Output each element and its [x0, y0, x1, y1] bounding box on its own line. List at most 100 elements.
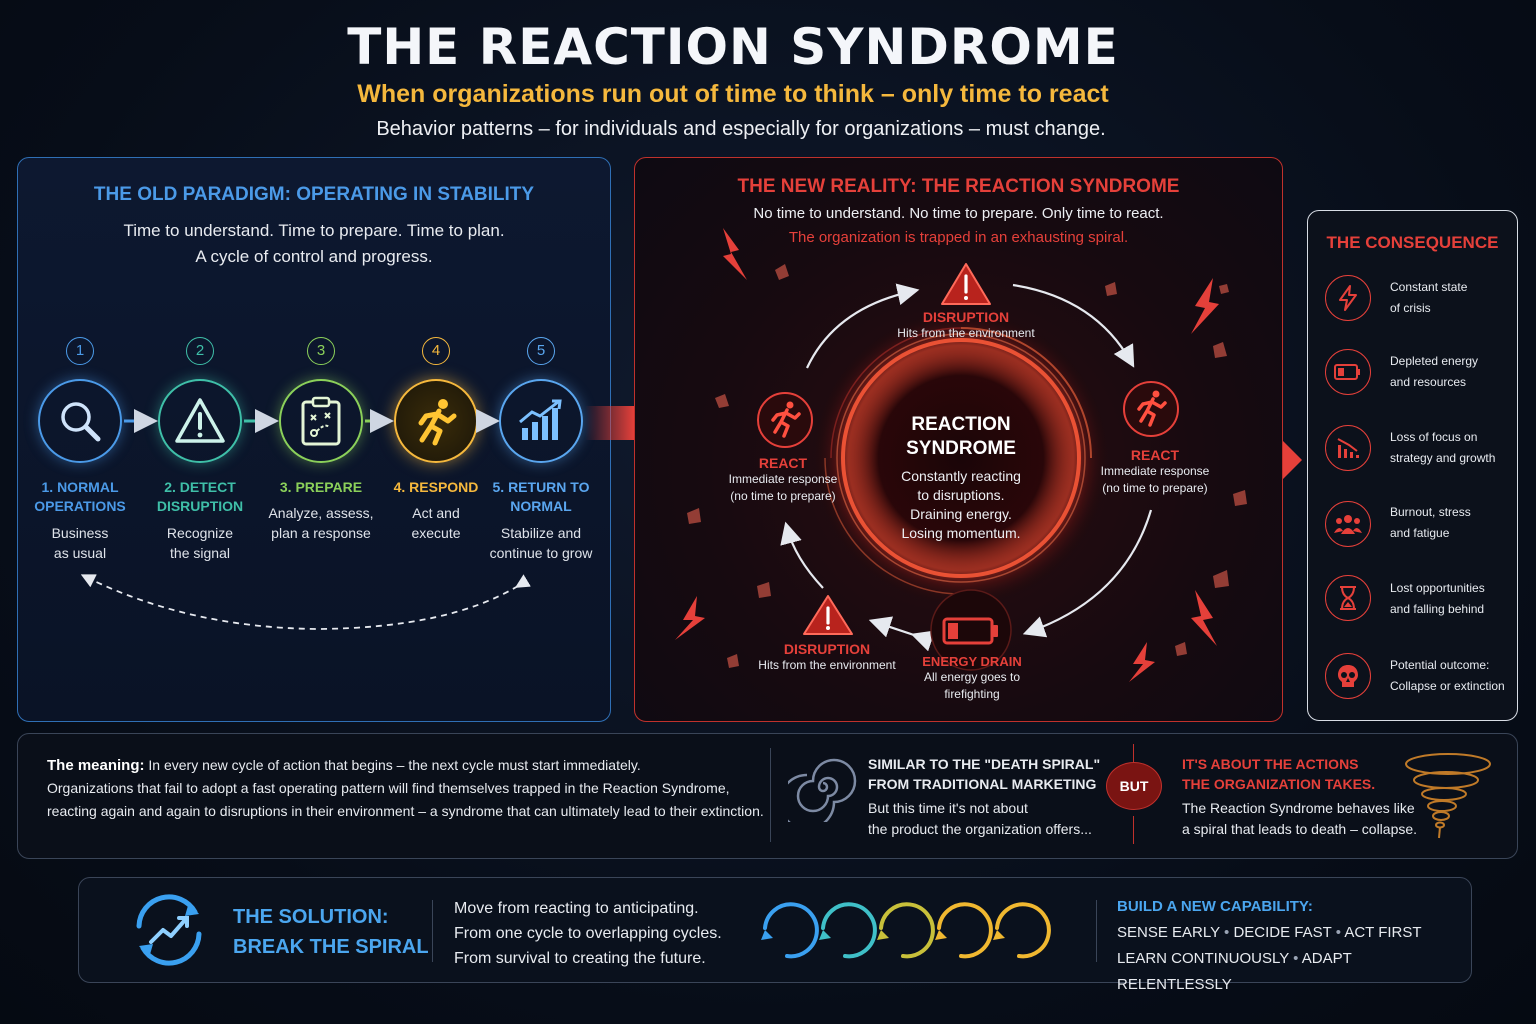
but-badge: BUT [1106, 762, 1162, 810]
step-number-2: 2 [186, 337, 214, 365]
tornado-icon [1405, 753, 1491, 839]
death-spiral-title1: SIMILAR TO THE "DEATH SPIRAL" [868, 756, 1101, 772]
step-desc-5-line2: continue to grow [489, 545, 593, 561]
spiral-ring [841, 338, 1081, 578]
capability-learn-continuously: LEARN CONTINUOUSLY [1117, 950, 1289, 967]
capability-act-first: ACT FIRST [1344, 924, 1422, 941]
actions-note: IT'S ABOUT THE ACTIONS THE ORGANIZATION … [1182, 754, 1442, 840]
cycle-arrow-right-to-bottom [1022, 509, 1153, 638]
runner-icon-right [1123, 381, 1179, 437]
capability-row1: SENSE EARLY • DECIDE FAST • ACT FIRST [1117, 920, 1467, 946]
consequence-item-1: Constant state of crisis [1390, 277, 1515, 319]
but-line-top [1133, 744, 1134, 762]
node-energy-drain-desc2: firefighting [944, 687, 1000, 701]
node-react-left-title: REACT [758, 455, 808, 471]
step-circle-return-to-normal [499, 379, 583, 463]
consequence-item-4-line2: and fatigue [1390, 526, 1450, 540]
new-reality-line1: No time to understand. No time to prepar… [753, 205, 1164, 222]
consequence-item-3-line1: Loss of focus on [1390, 430, 1478, 444]
lightning-bolts [675, 228, 1219, 682]
step-title-1: 1. NORMAL OPERATIONS [15, 478, 145, 516]
step-number-3: 3 [307, 337, 335, 365]
consequence-item-5-line2: and falling behind [1390, 602, 1485, 616]
warning-icon-top [941, 263, 991, 305]
cycle-arrow-left-to-top [806, 283, 920, 369]
step-desc-4: Act and execute [371, 503, 501, 543]
old-paradigm-line2: A cycle of control and progress. [195, 247, 433, 266]
old-paradigm-line1: Time to understand. Time to prepare. Tim… [123, 221, 505, 240]
step-desc-4-line2: execute [411, 525, 461, 541]
warning-icon [175, 398, 225, 443]
consequence-item-6: Potential outcome: Collapse or extinctio… [1390, 655, 1515, 697]
step-circle-respond [394, 379, 478, 463]
spiral-glow [811, 308, 1111, 608]
actions-desc1: The Reaction Syndrome behaves like [1182, 800, 1415, 816]
solution-divider-1 [432, 900, 433, 962]
cycle-arrow-bottom-to-bottomleft [868, 616, 936, 652]
node-disruption-top-desc: Hits from the environment [897, 326, 1035, 340]
node-disruption-bottom-title: DISRUPTION [783, 641, 871, 657]
consequence-item-4-line1: Burnout, stress [1390, 505, 1471, 519]
return-cycle-dashed-arrow [80, 574, 531, 630]
step-desc-3-line2: plan a response [271, 525, 371, 541]
step-title-3-line1: 3. PREPARE [279, 479, 363, 495]
center-line2: to disruptions. [917, 487, 1005, 503]
consequence-item-4: Burnout, stress and fatigue [1390, 502, 1515, 544]
solution-divider-2 [1096, 900, 1097, 962]
step-title-2: 2. DETECT DISRUPTION [135, 478, 265, 516]
node-disruption-top-title: DISRUPTION [922, 309, 1010, 325]
debris-particles [687, 264, 1247, 668]
solution-title-line1: THE SOLUTION: [233, 906, 389, 928]
step-desc-4-line1: Act and [412, 505, 460, 521]
actions-title2: THE ORGANIZATION TAKES. [1182, 776, 1376, 792]
consequence-item-1-line2: of crisis [1390, 301, 1431, 315]
solution-line2: From one cycle to overlapping cycles. [454, 925, 722, 942]
skull-icon [1325, 653, 1371, 699]
step-title-5: 5. RETURN TO NORMAL [476, 478, 606, 516]
step-desc-5-line1: Stabilize and [500, 525, 582, 541]
meaning-panel: The meaning: In every new cycle of actio… [17, 733, 1518, 859]
step-circle-normal-operations [38, 379, 122, 463]
battery-low-icon [930, 589, 1012, 671]
step-desc-2-line2: the signal [170, 545, 230, 561]
center-line1: Constantly reacting [901, 468, 1021, 484]
page-title: THE REACTION SYNDROME [347, 18, 1119, 76]
old-paradigm-heading: THE OLD PARADIGM: OPERATING IN STABILITY [93, 184, 535, 205]
overlapping-cycles-icon [761, 902, 1051, 959]
solution-line3: From survival to creating the future. [454, 950, 706, 967]
solution-title: THE SOLUTION: BREAK THE SPIRAL [233, 902, 433, 962]
step-desc-2: Recognize the signal [135, 523, 265, 563]
step-desc-2-line1: Recognize [166, 525, 234, 541]
reaction-spiral-diagram [675, 228, 1247, 682]
consequence-item-6-line2: Collapse or extinction [1390, 679, 1505, 693]
step-circle-detect-disruption [158, 379, 242, 463]
lightning-icon [1325, 275, 1371, 321]
step-number-5: 5 [527, 337, 555, 365]
solution-title-line2: BREAK THE SPIRAL [233, 936, 429, 958]
node-energy-drain: ENERGY DRAIN All energy goes to firefigh… [897, 654, 1047, 703]
capability-row2: LEARN CONTINUOUSLY • ADAPT RELENTLESSLY [1117, 946, 1467, 998]
center-title-line1: REACTION [911, 414, 1011, 435]
capability-block: BUILD A NEW CAPABILITY: SENSE EARLY • DE… [1117, 896, 1467, 998]
step-circle-prepare [279, 379, 363, 463]
meaning-label: The meaning: [47, 757, 145, 774]
old-paradigm-description: Time to understand. Time to prepare. Tim… [18, 218, 610, 270]
step-title-5-line2: NORMAL [510, 498, 572, 514]
spiral-icon [788, 758, 857, 822]
consequence-panel: THE CONSEQUENCE Constant state of crisis… [1307, 210, 1518, 721]
step-desc-1-line2: as usual [53, 545, 107, 561]
step-title-1-line1: 1. NORMAL [41, 479, 119, 495]
step-title-4-line1: 4. RESPOND [393, 479, 479, 495]
node-energy-drain-desc1: All energy goes to [923, 670, 1021, 684]
center-description: Constantly reacting to disruptions. Drai… [861, 467, 1061, 543]
consequence-item-2-line1: Depleted energy [1390, 354, 1479, 368]
step-title-4: 4. RESPOND [371, 478, 501, 497]
people-icon [1325, 501, 1371, 547]
new-reality-heading: THE NEW REALITY: THE REACTION SYNDROME [737, 176, 1180, 197]
old-paradigm-arrows [80, 409, 531, 630]
page-subtitle: When organizations run out of time to th… [357, 80, 1109, 108]
node-react-left-desc2: (no time to prepare) [730, 489, 836, 503]
step-title-2-line2: DISRUPTION [156, 498, 244, 514]
consequence-item-2-line2: and resources [1390, 375, 1467, 389]
step-title-3: 3. PREPARE [256, 478, 386, 497]
